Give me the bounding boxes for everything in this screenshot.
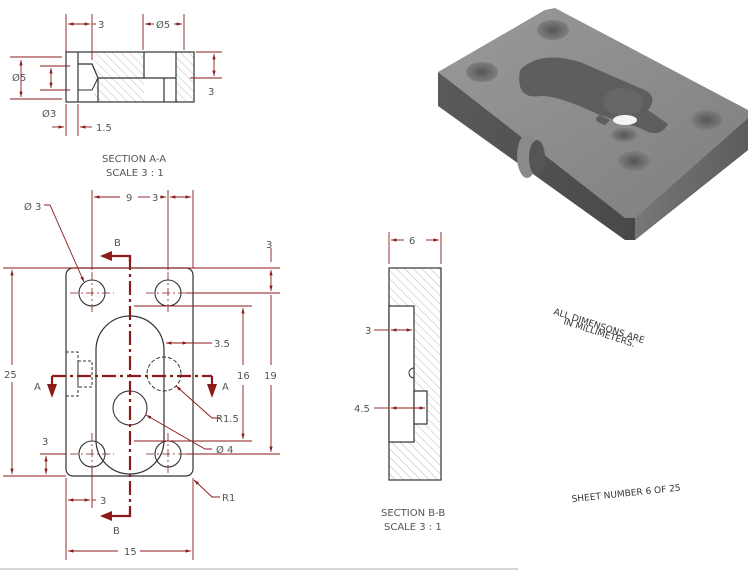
dim-r1: R1 [222, 493, 235, 504]
dim-bb-6: 6 [409, 236, 415, 247]
dim-19: 19 [264, 371, 277, 382]
section-b-b-title: SECTION B-B [381, 508, 445, 519]
dim-bb-4-5: 4.5 [354, 404, 370, 415]
dim-15: 15 [124, 547, 137, 558]
dim-9: 9 [126, 193, 132, 204]
dim-3-top: 3 [152, 193, 158, 204]
dim-3-right: 3 [266, 240, 272, 251]
dim-aa-d5-left: Ø5 [12, 72, 26, 84]
section-a-a-scale: SCALE 3 : 1 [106, 168, 164, 179]
dim-16: 16 [237, 371, 250, 382]
dim-25: 25 [4, 370, 17, 381]
top-view: Ø 3 9 3 3 3.5 16 19 25 R1.5 Ø 4 R1 3 3 1… [3, 190, 280, 560]
section-label-b-top: B [114, 238, 121, 249]
dim-3-5: 3.5 [214, 339, 230, 350]
dim-3-bl-h: 3 [100, 496, 106, 507]
section-label-a-right: A [222, 382, 229, 393]
section-a-a-title: SECTION A-A [102, 154, 166, 165]
sheet-number: SHEET NUMBER 6 OF 25 [571, 484, 681, 505]
dim-bb-3: 3 [365, 326, 371, 337]
section-a-a-view: 3 Ø5 Ø5 Ø3 3 1.5 SECTION A-A SCALE 3 : 1 [10, 14, 222, 179]
dim-hole-d3: Ø 3 [24, 201, 41, 213]
dim-r1-5: R1.5 [216, 414, 239, 425]
dim-aa-d3: Ø3 [42, 108, 56, 120]
dim-aa-3: 3 [98, 20, 104, 31]
section-b-b-view: 6 3 4.5 SECTION B-B SCALE 3 : 1 [354, 232, 445, 533]
isometric-part-render [438, 8, 748, 240]
dim-aa-1-5: 1.5 [96, 123, 112, 134]
section-b-b-scale: SCALE 3 : 1 [384, 522, 442, 533]
section-label-a-left: A [34, 382, 41, 393]
dim-d4: Ø 4 [216, 444, 233, 456]
dim-aa-3-right: 3 [208, 87, 214, 98]
dim-aa-d5-top: Ø5 [156, 19, 170, 31]
notes: ALL DIMENSONS ARE IN MILLIMETERS. SHEET … [552, 307, 681, 505]
dim-3-bl-v: 3 [42, 437, 48, 448]
section-label-b-bottom: B [113, 526, 120, 537]
